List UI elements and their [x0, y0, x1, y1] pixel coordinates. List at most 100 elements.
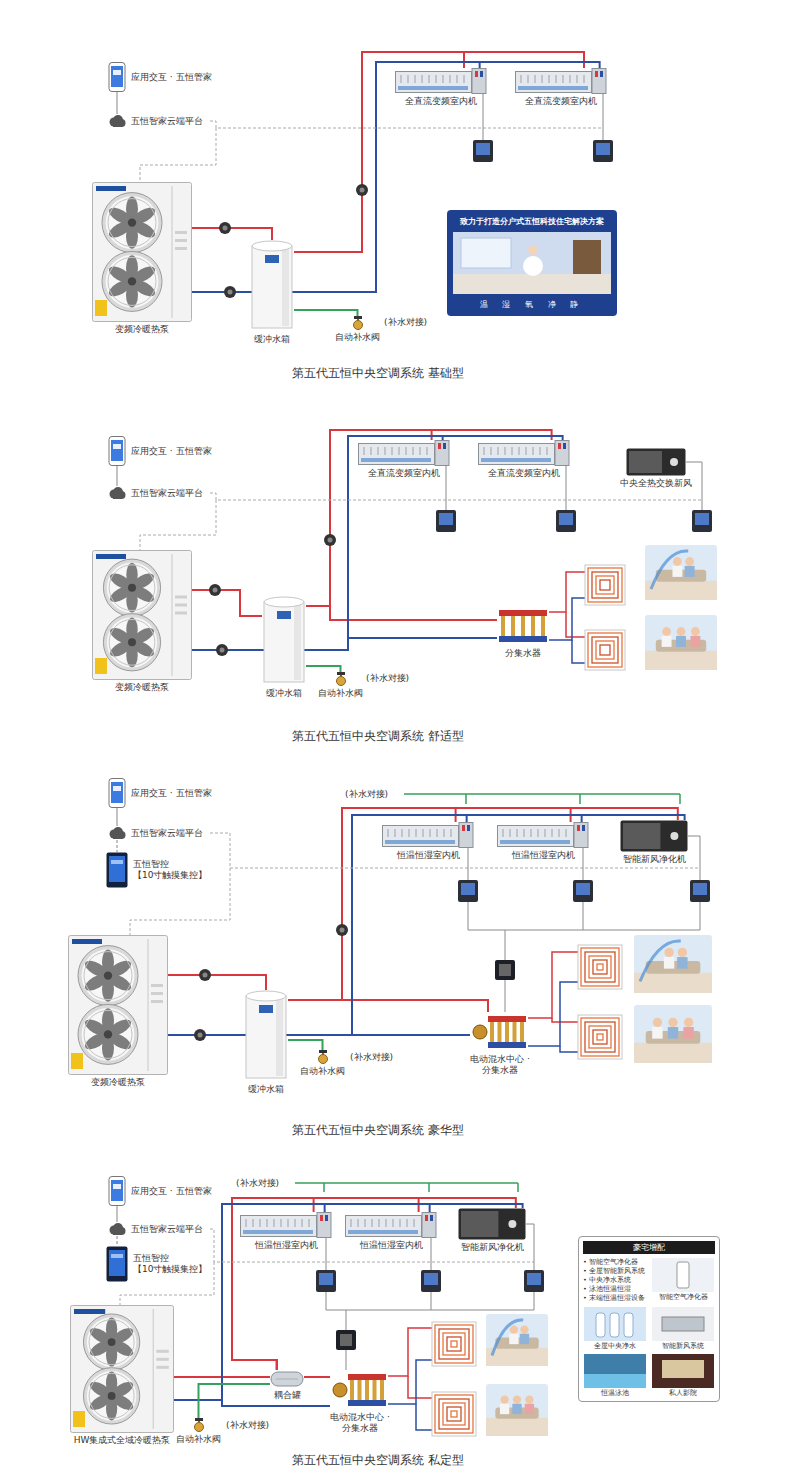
side-vent [156, 1358, 168, 1361]
node-text: HW集成式全域冷暖热泵 [74, 1435, 171, 1446]
coil-frame [585, 630, 625, 670]
floor-coil [451, 1341, 457, 1347]
floor-coil [585, 952, 615, 982]
node-text: 恒温恒湿室内机 [397, 850, 460, 861]
indoor-unit: 恒温恒湿室内机 [240, 1212, 332, 1251]
text-group: 智能新风净化机 [623, 854, 686, 865]
tank-badge [277, 611, 291, 619]
return-bar [348, 1400, 386, 1406]
person-head [668, 1018, 677, 1027]
text-group: 应用交互 · 五恒管家 [131, 446, 212, 457]
tile-picture [652, 1258, 714, 1292]
water-pipe [168, 815, 467, 1035]
thermostat-screen [695, 513, 709, 525]
text-group: 五恒智家云端平台 [131, 828, 203, 839]
indoor-unit-icon [382, 822, 474, 848]
person-head [525, 1395, 533, 1403]
phone-screen [111, 66, 123, 87]
link-line [116, 92, 117, 114]
link-line [116, 808, 117, 826]
caption-text: 第五代五恒中央空调系统 舒适型 [0, 729, 756, 744]
fan-hub [128, 638, 136, 646]
heat-pump-unit-icon [92, 182, 192, 322]
filter-cylinder [596, 1313, 605, 1337]
signal-wire [688, 836, 700, 880]
grille-line [364, 447, 365, 455]
grille-line [584, 75, 585, 83]
fan-hub [104, 971, 112, 979]
grille-line [512, 447, 513, 455]
node-text: 致力于打造分户式五恒科技住宅解决方案 [460, 216, 604, 227]
grille-line [510, 829, 511, 837]
grille-line [542, 75, 543, 83]
text-group: 自动补水阀 [300, 1066, 345, 1077]
air-outlet [243, 1230, 313, 1234]
text-group: 全直流变频室内机 [405, 96, 477, 107]
water-pipe [192, 436, 563, 650]
pipe-stub [475, 71, 478, 77]
pump-hub [360, 188, 365, 193]
pipe-stub [467, 825, 470, 831]
manifold-port [350, 1380, 354, 1400]
fresh-air-unit-icon [458, 1208, 526, 1240]
node-text: 电动混水中心 · 分集水器 [330, 1412, 390, 1434]
text-group: 五恒智控【10寸触摸集控】 [133, 1253, 207, 1275]
signal-wire [566, 466, 567, 510]
person-body [662, 636, 672, 647]
grille-line [429, 75, 430, 83]
signal-wire [431, 1238, 432, 1270]
return-bar [488, 1042, 526, 1048]
unit-port [508, 1220, 516, 1228]
fan-hub [128, 218, 136, 226]
tank-badge [259, 1005, 273, 1013]
node-text: 自动补水阀 [335, 332, 380, 343]
note-label: (补水对接) [350, 1052, 393, 1063]
unit-port [670, 832, 678, 840]
text-group: 电动混水中心 · 分集水器 [330, 1412, 390, 1434]
text-group: 变频冷暖热泵 [115, 682, 169, 693]
person-body [520, 1334, 529, 1344]
heat-pump-unit-icon [92, 550, 192, 680]
circulation-pump [324, 534, 336, 546]
coupling-tank: 耦合罐 [270, 1370, 304, 1401]
zone-panel [336, 1330, 356, 1350]
water-pipe [168, 975, 266, 990]
fan-well [87, 1317, 137, 1367]
promo-panel: 致力于打造分户式五恒科技住宅解决方案温 湿 氧 净 静 [447, 210, 617, 316]
fan-hub [128, 584, 136, 592]
upgrade-tile: 智能空气净化器 [651, 1258, 715, 1303]
floor-pipe [528, 952, 578, 1018]
valve-body [194, 1423, 203, 1432]
label-holder: 第五代五恒中央空调系统 基础型 [0, 366, 756, 381]
text-group: 应用交互 · 五恒管家 [131, 72, 212, 83]
note-label: (补水对接) [236, 1178, 279, 1189]
node-text: 【10寸触摸集控】 [133, 1264, 207, 1275]
node-text: 智能新风净化机 [623, 854, 686, 865]
fill-valve-icon [316, 1050, 330, 1064]
node-text: 温 湿 氧 净 静 [480, 299, 584, 310]
node-text: • 智能空气净化器 [583, 1258, 647, 1267]
grille-line [566, 829, 567, 837]
node-text: 应用交互 · 五恒管家 [131, 72, 212, 83]
water-pipe [199, 1384, 271, 1418]
controller-screen [109, 856, 125, 882]
heat-pump-unit: 变频冷暖热泵 [68, 935, 168, 1088]
node-text: 豪宅增配 [583, 1241, 715, 1254]
side-vent [151, 992, 163, 995]
control-line [210, 493, 702, 500]
coupling-body [271, 1372, 303, 1386]
text-group: 五恒智家云端平台 [131, 1224, 203, 1235]
label-holder: 第五代五恒中央空调系统 豪华型 [0, 1123, 756, 1138]
node-text: 自动补水阀 [318, 688, 363, 699]
pipe-stub [438, 443, 441, 449]
person-body [664, 957, 674, 969]
phone-app: 应用交互 · 五恒管家 [108, 778, 212, 808]
mixing-pump [473, 1025, 487, 1039]
fan-ring [83, 1314, 139, 1370]
manifold-port [490, 1022, 494, 1042]
water-pipe [294, 310, 358, 316]
pipe-stub [480, 71, 483, 77]
node-text: • 中央净水系统 [583, 1276, 647, 1285]
floor-coil [585, 1022, 615, 1052]
